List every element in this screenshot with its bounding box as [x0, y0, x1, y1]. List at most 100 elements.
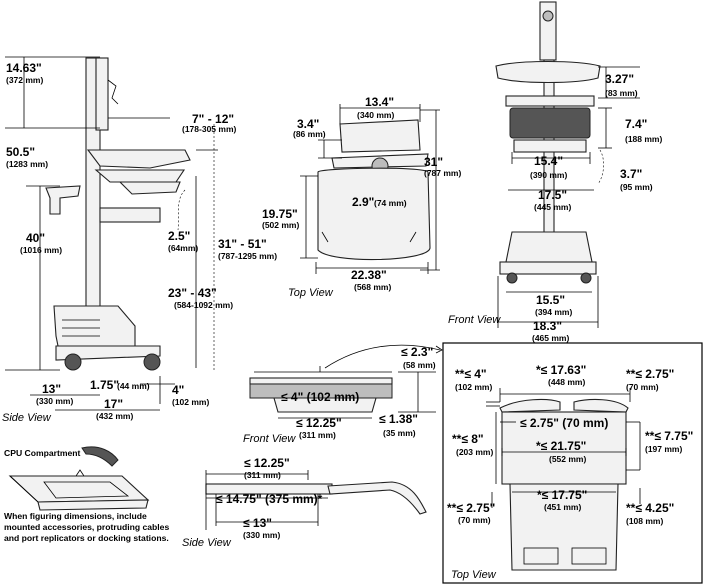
side-d4-mm: (178-305 mm) — [182, 124, 237, 134]
kbs-arm — [327, 481, 427, 515]
cpu-compartment-illustration — [8, 446, 150, 511]
kb-tray-top — [249, 377, 393, 385]
kbf-d4-in: ≤ 1.38" — [379, 412, 418, 426]
kbf-d4-mm: (35 mm) — [383, 428, 416, 438]
top-base — [317, 167, 431, 261]
top-d4-in: 19.75" — [262, 207, 298, 221]
front-base — [499, 261, 597, 275]
kbf-view-label: Front View — [243, 433, 296, 445]
cpu-note-1: When figuring dimensions, include — [4, 511, 147, 521]
detail-tray — [501, 411, 627, 485]
detail-box — [442, 342, 703, 584]
detail-left-shelf — [499, 398, 561, 413]
kbf-d1-in: ≤ 2.3" — [401, 345, 433, 359]
side-d8-in: 13" — [42, 382, 61, 396]
rear-wheel — [143, 353, 161, 371]
side-d7-mm: (584-1092 mm) — [174, 300, 233, 310]
top-d5-in: 2.9" — [352, 195, 374, 209]
side-d2-in: 50.5" — [6, 145, 35, 159]
dt-d9-mm: (451 mm) — [544, 502, 581, 512]
front-view-dimensions — [497, 66, 640, 328]
front-d5-mm: (445 mm) — [534, 202, 571, 212]
front-view-cart — [495, 1, 601, 284]
top-d6-in: 22.38" — [351, 268, 387, 282]
dt-d4-in: ≤ 2.75" (70 mm) — [520, 416, 608, 430]
dt-d2-in: *≤ 17.63" — [536, 363, 586, 377]
monitor — [95, 57, 109, 131]
monitor-arm — [107, 79, 119, 105]
front-work-surface — [505, 95, 595, 107]
dt-d3-in: **≤ 2.75" — [626, 367, 674, 381]
mouse-tray — [118, 181, 181, 195]
dt-view-label: Top View — [451, 569, 497, 581]
dt-d7-mm: (197 mm) — [645, 444, 682, 454]
dt-d1-in: **≤ 4" — [455, 367, 487, 381]
side-d5-mm: (64mm) — [168, 243, 198, 253]
front-d7-in: 18.3" — [533, 319, 562, 333]
top-d1-mm: (340 mm) — [357, 110, 394, 120]
dt-d10-in: **≤ 4.25" — [626, 501, 674, 515]
keyboard-tray — [94, 169, 186, 183]
dt-d8-in: **≤ 2.75" — [447, 501, 495, 515]
side-d11-in: 4" — [172, 383, 184, 397]
cpu-tray-front — [37, 499, 149, 511]
side-d10-mm: (432 mm) — [96, 411, 133, 421]
side-d8-mm: (330 mm) — [36, 396, 73, 406]
dt-d5-in: **≤ 8" — [452, 432, 484, 446]
dt-d7-in: **≤ 7.75" — [645, 429, 693, 443]
front-view-label: Front View — [448, 314, 501, 326]
side-view-label: Side View — [2, 412, 52, 424]
detail-top-view — [486, 388, 641, 571]
front-monitor-plate — [495, 60, 601, 84]
keyboard-side-view — [205, 470, 427, 530]
top-view-cart — [317, 119, 431, 261]
front-d3-in: 15.4" — [534, 154, 563, 168]
side-d9-in: 1.75" — [90, 378, 119, 392]
cpu-title: CPU Compartment — [4, 448, 81, 458]
front-base-cover — [505, 231, 593, 263]
side-view-cart — [45, 57, 191, 371]
front-d1-in: 3.27" — [605, 72, 634, 86]
side-d5-in: 2.5" — [168, 229, 190, 243]
front-d1-mm: (83 mm) — [605, 88, 638, 98]
front-d4-in: 3.7" — [620, 167, 642, 181]
cpu-tray-top — [8, 475, 150, 503]
side-d1-in: 14.63" — [6, 61, 42, 75]
dt-d6-in: *≤ 21.75" — [536, 439, 586, 453]
cpu-note-2: mounted accessories, protruding cables — [4, 522, 169, 532]
cpu-note-3: and port replicators or docking stations… — [4, 533, 169, 543]
front-d6-mm: (394 mm) — [535, 307, 572, 317]
side-basket — [45, 185, 81, 215]
dt-d9-in: *≤ 17.75" — [537, 488, 587, 502]
top-d6-mm: (568 mm) — [354, 282, 391, 292]
front-drawer — [509, 107, 591, 139]
cpu-compartment-box — [99, 207, 161, 223]
dt-d6-mm: (552 mm) — [549, 454, 586, 464]
kbs-d1-mm: (311 mm) — [244, 470, 281, 480]
side-d3-mm: (1016 mm) — [20, 245, 62, 255]
kbf-d1-mm: (58 mm) — [403, 360, 436, 370]
top-d2-in: 3.4" — [297, 117, 319, 131]
kbf-d3-in: ≤ 12.25" — [296, 416, 342, 430]
kbs-d3-in: ≤ 13" — [243, 516, 272, 530]
side-d6-mm: (787-1295 mm) — [218, 251, 277, 261]
work-surface — [86, 149, 191, 169]
kbf-d3-mm: (311 mm) — [299, 430, 336, 440]
dt-d1-mm: (102 mm) — [455, 382, 492, 392]
front-d2-mm: (188 mm) — [625, 134, 662, 144]
side-d9-mm: (44 mm) — [117, 381, 150, 391]
top-view-label: Top View — [288, 287, 334, 299]
side-d11-mm: (102 mm) — [172, 397, 209, 407]
side-d3-in: 40" — [26, 231, 45, 245]
kbs-d1-in: ≤ 12.25" — [244, 456, 290, 470]
front-wheel — [64, 353, 82, 371]
kbs-d2-in: ≤ 14.75" (375 mm)* — [216, 492, 323, 506]
dt-d8-mm: (70 mm) — [458, 515, 491, 525]
side-d4-in: 7" - 12" — [192, 112, 234, 126]
front-keyboard — [513, 139, 587, 153]
top-view-dimensions — [300, 104, 440, 274]
kb-tray-bottom — [273, 397, 377, 413]
dt-d3-mm: (70 mm) — [626, 382, 659, 392]
wheel-base — [55, 345, 161, 361]
